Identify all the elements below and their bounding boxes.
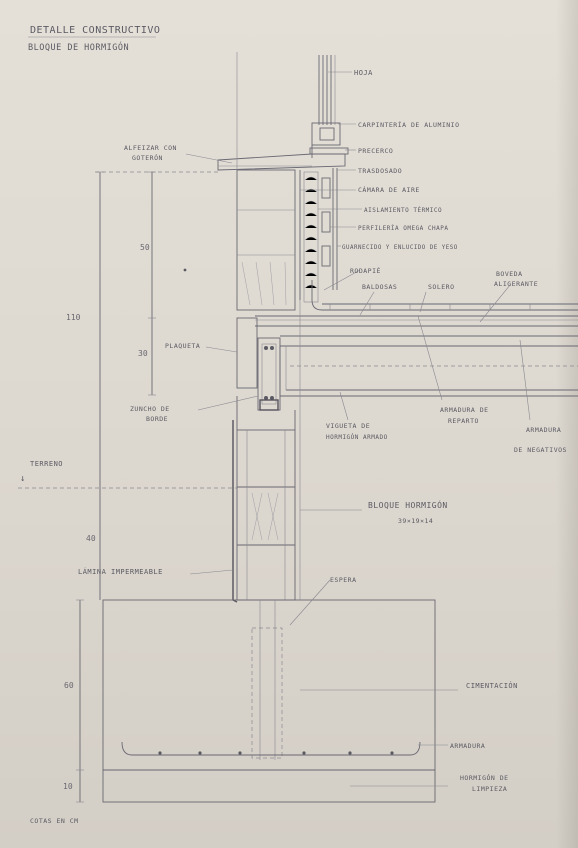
label-bloque-2: 39×19×14 (398, 517, 433, 525)
upper-wall-block (236, 169, 296, 311)
dim-110: 110 (66, 313, 81, 322)
label-perfileria: PERFILERÍA OMEGA CHAPA (358, 224, 448, 232)
label-cotas: COTAS EN CM (30, 817, 79, 825)
label-bovedilla-2: ALIGERANTE (494, 280, 538, 288)
label-goteron: GOTERÓN (132, 153, 163, 162)
dim-50: 50 (140, 243, 150, 252)
dim-60: 60 (64, 681, 74, 690)
precerco (309, 147, 349, 155)
label-plaqueta: PLAQUETA (165, 342, 200, 350)
label-bovedilla-1: BOVEDA (496, 270, 522, 278)
label-precerco: PRECERCO (358, 147, 393, 155)
plaqueta (236, 317, 258, 389)
label-alfeizar: ALFEIZAR CON (124, 144, 177, 152)
label-guarnecido: GUARNECIDO Y ENLUCIDO DE YESO (342, 245, 458, 251)
dim-40: 40 (86, 534, 96, 543)
label-espera: ESPERA (330, 576, 356, 584)
omega-profiles (321, 168, 338, 290)
label-hoja: HOJA (354, 69, 373, 77)
aluminium-frame (311, 122, 341, 158)
edge-beam (257, 337, 281, 411)
window-sill (217, 153, 346, 171)
label-limpieza-2: LIMPIEZA (472, 785, 507, 793)
foundation-reinforcement (121, 741, 421, 756)
label-armadura-negativos-2: DE NEGATIVOS (514, 446, 567, 454)
sheet-edge-shadow (556, 0, 578, 848)
label-armadura-negativos-1: ARMADURA (526, 426, 561, 434)
floor-finishes (255, 280, 578, 327)
label-carpinteria: CARPINTERÍA DE ALUMINIO (358, 120, 460, 129)
label-solero: SOLERO (428, 283, 454, 291)
dimension-lines (76, 171, 156, 803)
label-lamina: LÁMINA IMPERMEABLE (78, 567, 163, 576)
title-line-1: DETALLE CONSTRUCTIVO (30, 25, 160, 36)
label-limpieza-1: HORMIGÓN DE (460, 773, 509, 782)
label-vigueta-1: VIGUETA DE (326, 422, 370, 430)
leader-lines (185, 71, 531, 787)
label-aislamiento: AISLAMIENTO TÉRMICO (364, 206, 442, 214)
label-vigueta-2: HORMIGÓN ARMADO (326, 434, 388, 441)
waterproof-membrane (232, 420, 238, 603)
sketch-mark (183, 268, 187, 272)
ground-arrow-icon: ↓ (20, 474, 26, 484)
label-rodapie: RODAPIÉ (350, 266, 381, 275)
label-armadura-reparto-1: ARMADURA DE (440, 406, 489, 414)
starter-bars (251, 600, 283, 760)
dim-30: 30 (138, 349, 148, 358)
floor-slab (279, 335, 578, 397)
label-armadura: ARMADURA (450, 742, 485, 750)
label-armadura-reparto-2: REPARTO (448, 417, 479, 425)
label-baldosas: BALDOSAS (362, 283, 397, 291)
label-zuncho-2: BORDE (146, 415, 168, 423)
foundation (102, 599, 436, 803)
label-bloque-1: BLOQUE HORMIGÓN (368, 499, 448, 510)
window-glazing (318, 55, 336, 125)
label-cimentacion: CIMENTACIÓN (466, 681, 518, 690)
label-camara: CÁMARA DE AIRE (358, 185, 420, 194)
dim-10: 10 (63, 782, 73, 791)
title-line-2: BLOQUE DE HORMIGÓN (28, 41, 129, 53)
label-terreno: TERRENO (30, 460, 63, 468)
concrete-block-wall (236, 429, 296, 601)
label-zuncho-1: ZUNCHO DE (130, 405, 170, 413)
thermal-insulation (303, 171, 319, 303)
label-trasdosado: TRASDOSADO (358, 167, 402, 175)
